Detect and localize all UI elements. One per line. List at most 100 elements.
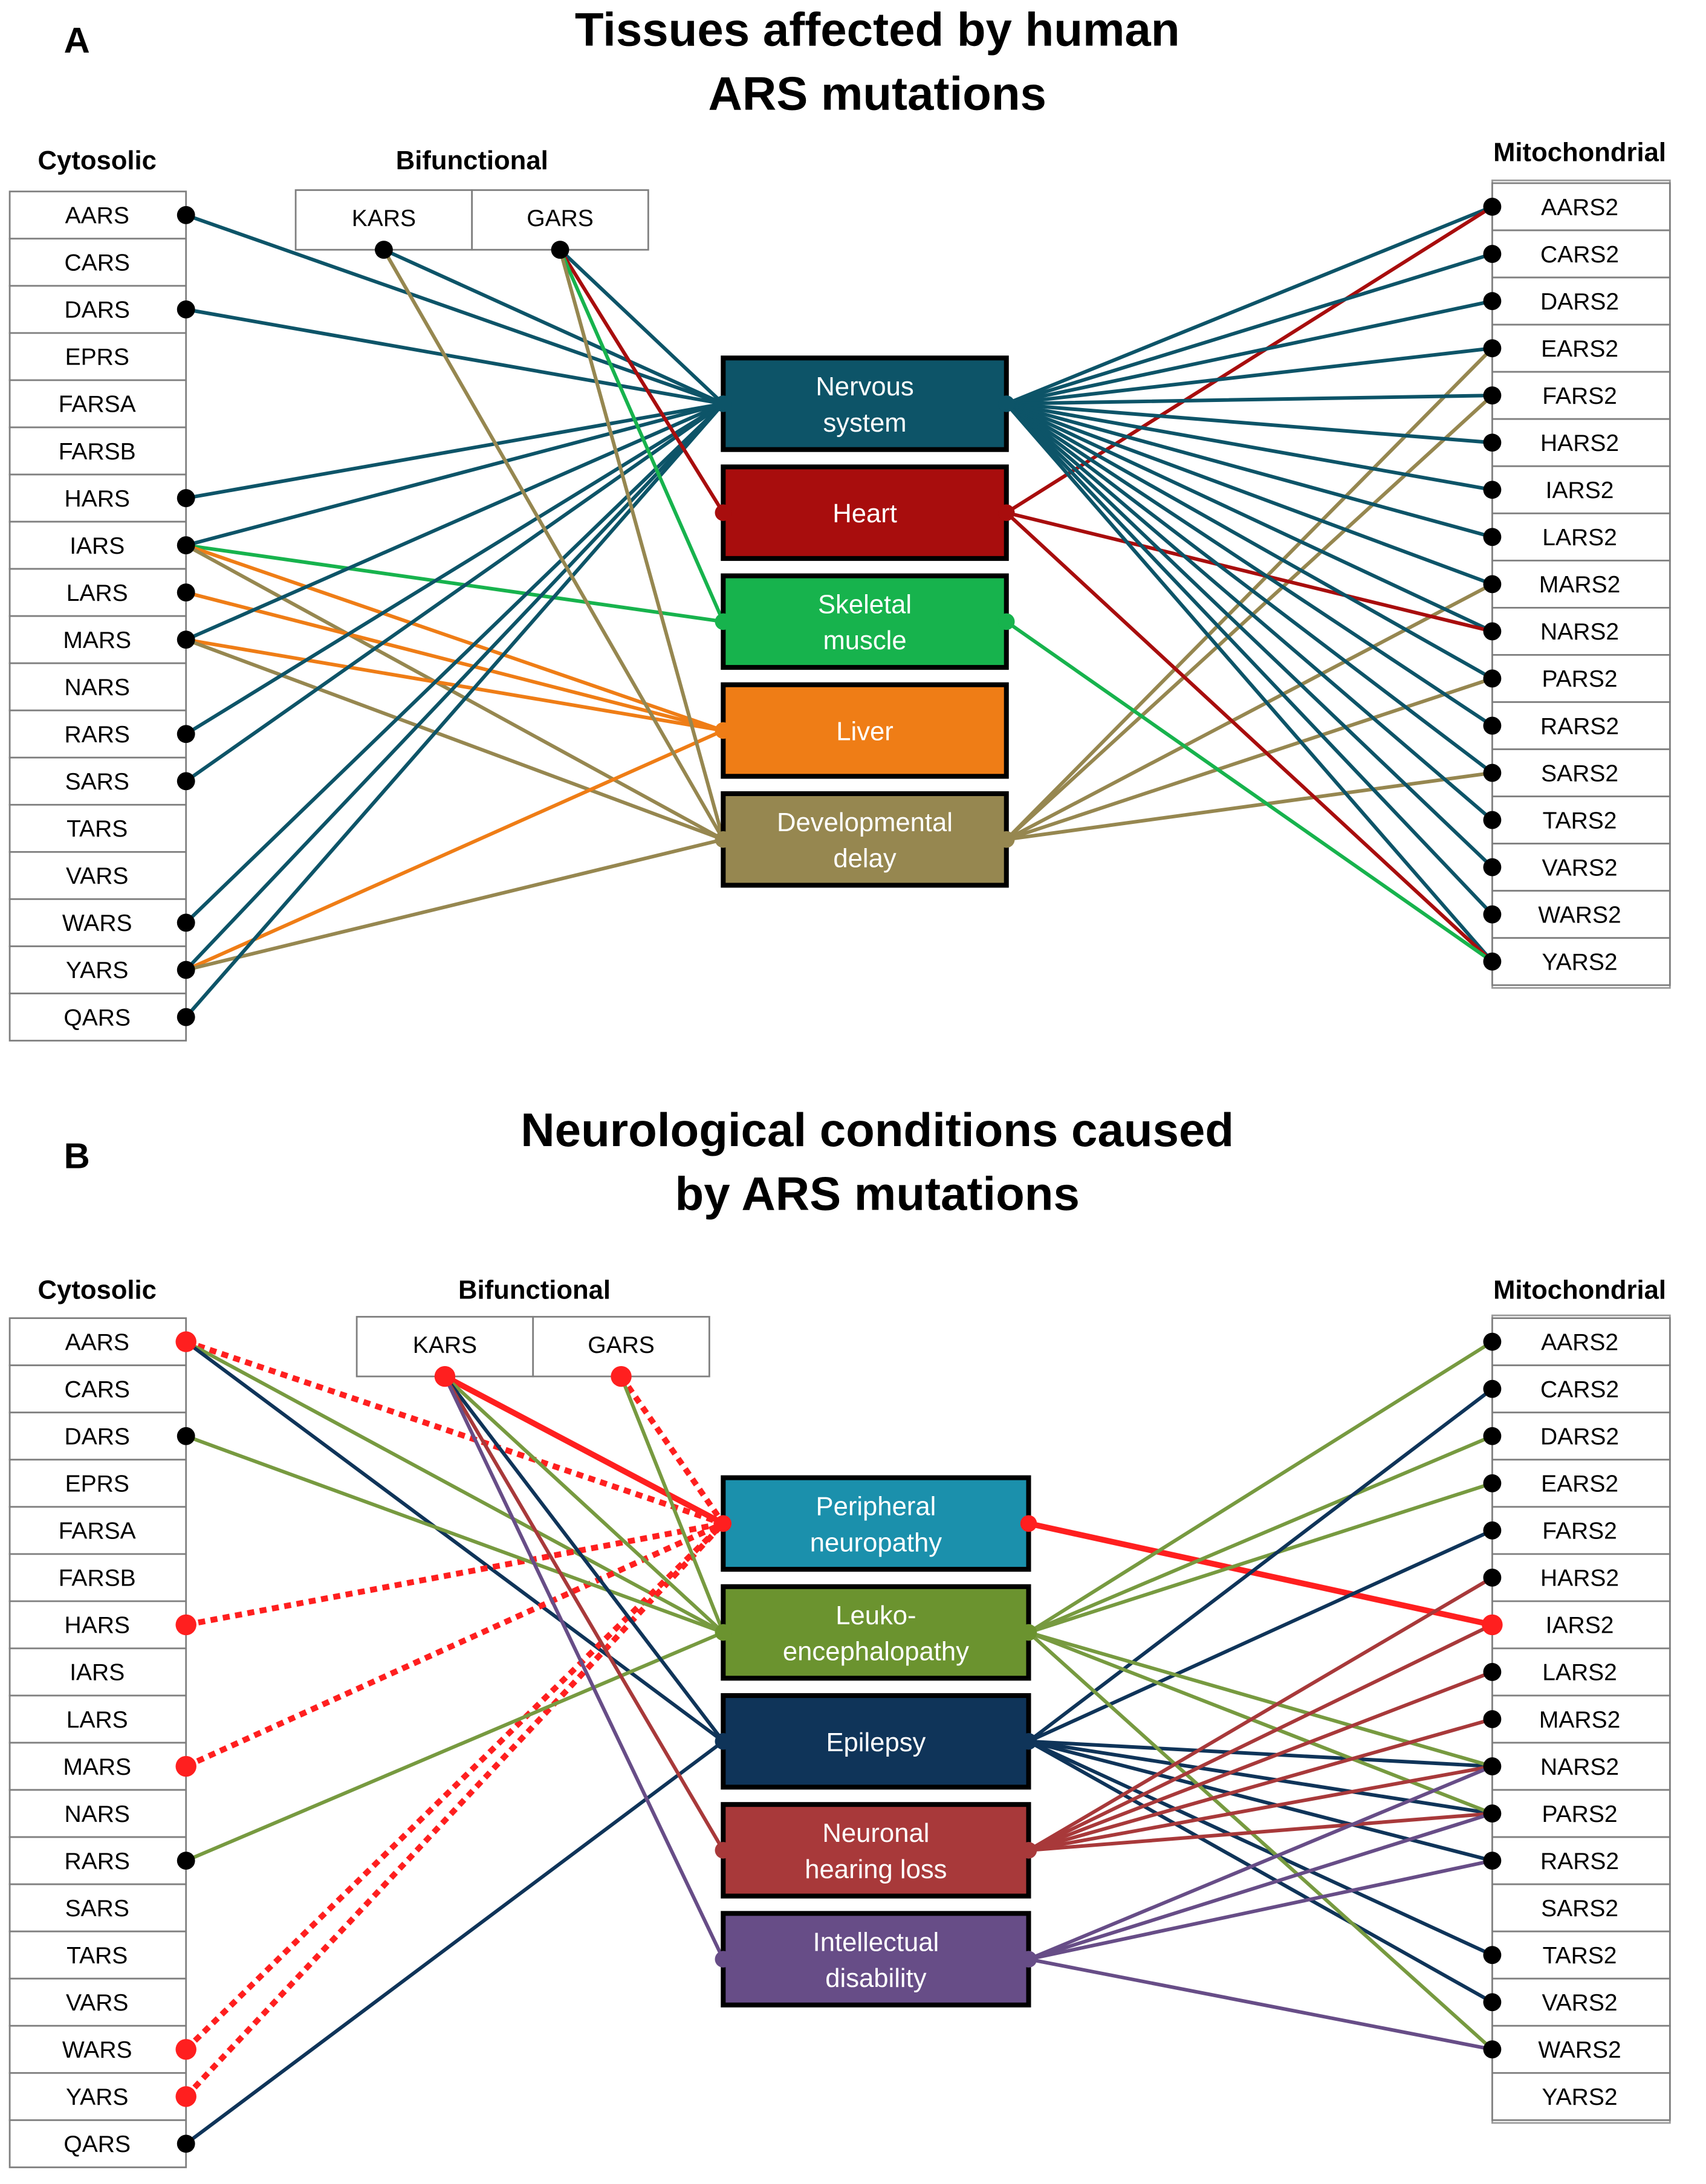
- link-pars2-leuko: [1027, 1630, 1494, 1816]
- cytosolic-gene-dars: DARS: [8, 285, 187, 334]
- gene-node-yars2: [1483, 952, 1502, 971]
- gene-cell: [8, 1506, 187, 1555]
- gene-label: HARS: [65, 1613, 130, 1639]
- cytosolic-gene-farsa: FARSA: [8, 379, 187, 429]
- mitochondrial-gene-pars2: PARS2: [1491, 1789, 1671, 1838]
- link-gars-dev: [558, 248, 725, 841]
- gene-cell: [8, 2072, 187, 2121]
- gene-cell: [8, 1459, 187, 1508]
- gene-label: EARS2: [1541, 1471, 1618, 1497]
- link-fars2-nervous: [1004, 394, 1494, 406]
- link-kars-leuko: [443, 1375, 725, 1635]
- link-gars-peripheral: [618, 1375, 726, 1526]
- gene-label: WARS: [62, 910, 132, 936]
- category-epilepsy: Epilepsy: [721, 1693, 1031, 1790]
- gene-label: MARS2: [1539, 572, 1620, 598]
- link-wars-peripheral: [184, 1521, 725, 2052]
- gene-label: RARS2: [1540, 1849, 1619, 1875]
- link-pars2-nervous: [1004, 401, 1494, 681]
- gene-node-yars: [177, 961, 195, 979]
- gene-cell: [8, 332, 187, 381]
- link-ears2-leuko: [1027, 1481, 1494, 1635]
- gene-node-tars2: [1483, 1946, 1502, 1965]
- link-dars2-leuko: [1027, 1434, 1494, 1635]
- gene-label: CARS2: [1540, 1376, 1619, 1402]
- category-connector: [715, 1515, 732, 1532]
- gene-node-kars: [374, 241, 393, 259]
- panel-title-line: Tissues affected by human: [575, 3, 1180, 56]
- link-rars2-epilepsy: [1027, 1739, 1494, 1863]
- gene-label: QARS: [63, 2131, 131, 2157]
- category-connector: [997, 504, 1015, 521]
- gene-label: LARS: [66, 1707, 128, 1733]
- mitochondrial-gene-iars2: IARS2: [1491, 1600, 1671, 1650]
- mitochondrial-label: Mitochondrial: [1493, 1276, 1666, 1305]
- gene-label: WARS: [62, 2037, 132, 2063]
- cytosolic-gene-iars: IARS: [8, 520, 187, 570]
- link-mars-dev: [184, 638, 725, 841]
- gene-node-tars2: [1483, 811, 1502, 829]
- gene-label: AARS: [65, 203, 129, 229]
- mitochondrial-gene-fars2: FARS2: [1491, 1506, 1671, 1555]
- link-iars2-hearing: [1027, 1622, 1494, 1852]
- link-aars-epilepsy: [184, 1340, 725, 1743]
- link-rars2-nervous: [1004, 401, 1494, 728]
- gene-label: WARS2: [1538, 902, 1621, 928]
- gene-node-mars2: [1483, 575, 1502, 594]
- panel-title-line: Neurological conditions caused: [521, 1103, 1234, 1156]
- gene-label: YARS: [66, 2084, 128, 2110]
- category-label: hearing loss: [805, 1855, 947, 1884]
- cytosolic-gene-tars: TARS: [8, 1930, 187, 1980]
- link-gars-skeletal: [558, 248, 725, 624]
- gene-label: PARS2: [1542, 1801, 1618, 1827]
- gene-cell: [1491, 1742, 1671, 1791]
- mitochondrial-gene-iars2: IARS2: [1491, 465, 1671, 514]
- bifunctional-label: Bifunctional: [396, 146, 548, 175]
- category-label: Developmental: [777, 808, 953, 837]
- gene-node-nars2: [1483, 1757, 1502, 1775]
- gene-node-dars2: [1483, 292, 1502, 311]
- gene-label: FARS2: [1542, 1518, 1617, 1544]
- link-rars-leuko: [184, 1630, 725, 1863]
- gene-node-mars: [175, 1755, 196, 1777]
- cytosolic-list: AARSCARSDARSEPRSFARSAFARSBHARSIARSLARSMA…: [8, 1317, 187, 2168]
- link-fars2-dev: [1004, 394, 1494, 841]
- gene-label: NARS2: [1540, 619, 1619, 645]
- mitochondrial-gene-lars2: LARS2: [1491, 1647, 1671, 1697]
- gene-label: HARS: [65, 486, 130, 512]
- gene-label: IARS2: [1546, 478, 1614, 504]
- gene-cell: [1491, 748, 1671, 797]
- gene-label: PARS2: [1542, 666, 1618, 692]
- gene-cell: [1491, 890, 1671, 939]
- link-pars2-hearing: [1027, 1812, 1494, 1852]
- gene-node-wars2: [1483, 905, 1502, 924]
- cytosolic-gene-aars: AARS: [8, 1317, 187, 1367]
- cytosolic-gene-mars: MARS: [8, 615, 187, 664]
- gene-cell: [1491, 182, 1671, 232]
- gene-node-cars2: [1483, 245, 1502, 263]
- link-yars-peripheral: [184, 1521, 725, 2099]
- link-nars2-nervous: [1004, 401, 1494, 633]
- link-kars-hearing: [443, 1375, 725, 1852]
- link-hars2-nervous: [1004, 401, 1494, 445]
- gene-node-sars: [177, 772, 195, 791]
- gene-node-hars2: [1483, 1568, 1502, 1587]
- gene-cell: [8, 803, 187, 853]
- category-connector: [715, 1624, 732, 1641]
- link-yars-liver: [184, 728, 725, 972]
- link-lars2-nervous: [1004, 401, 1494, 539]
- cytosolic-gene-farsa: FARSA: [8, 1506, 187, 1555]
- gene-node-fars2: [1483, 1521, 1502, 1540]
- link-rars-nervous: [184, 401, 725, 736]
- link-kars-dev: [381, 248, 725, 841]
- category-connector: [1020, 1842, 1037, 1859]
- gene-label: AARS2: [1541, 195, 1618, 221]
- mitochondrial-gene-vars2: VARS2: [1491, 1977, 1671, 2027]
- mitochondrial-gene-ears2: EARS2: [1491, 323, 1671, 373]
- gene-node-nars2: [1483, 622, 1502, 641]
- mitochondrial-gene-mars2: MARS2: [1491, 559, 1671, 609]
- panel-letter: B: [64, 1136, 90, 1176]
